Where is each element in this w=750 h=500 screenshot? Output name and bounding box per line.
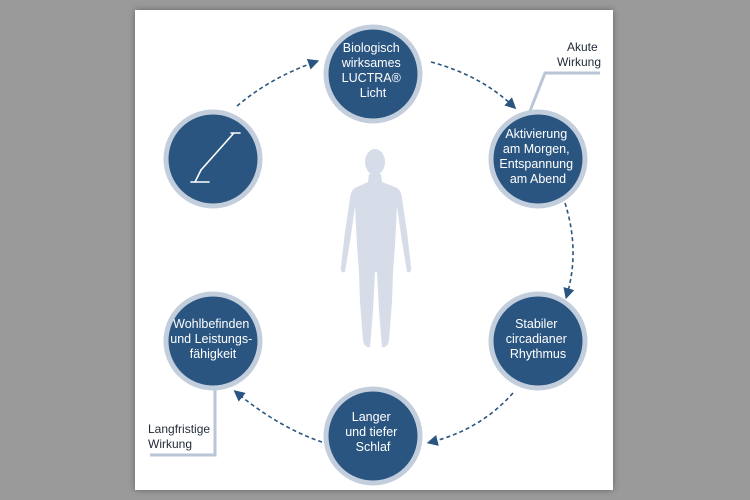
node-text-line: Aktivierung	[505, 127, 567, 141]
longterm-effect-label: Langfristige Wirkung	[148, 422, 213, 451]
node-text-line: am Abend	[510, 172, 566, 186]
diagram-card: Biologisch wirksames LUCTRA® Licht Aktiv…	[135, 10, 613, 490]
arrow-circadian-to-sleep	[426, 392, 514, 446]
acute-effect-label-line: Akute	[567, 40, 598, 54]
node-luctra-light: Biologisch wirksames LUCTRA® Licht	[323, 24, 423, 124]
node-activation: Aktivierung am Morgen, Entspannung am Ab…	[488, 109, 588, 209]
arrow-activation-to-circadian	[563, 202, 575, 300]
human-silhouette-icon	[340, 149, 412, 348]
node-text-line: wirksames	[341, 56, 401, 70]
node-text-line: Schlaf	[356, 440, 391, 454]
node-text-line: LUCTRA®	[342, 71, 402, 85]
node-text-line: Biologisch	[343, 41, 400, 55]
node-text-line: und Leistungs-	[170, 332, 252, 346]
node-text-line: und tiefer	[345, 425, 397, 439]
node-text-line: Entspannung	[499, 157, 573, 171]
node-text-line: Wohlbefinden	[173, 317, 249, 331]
acute-effect-connector	[528, 71, 600, 112]
longterm-effect-connector	[150, 385, 217, 457]
node-text-line: Langer	[352, 410, 391, 424]
svg-text:Langer und tiefer: Langer und tiefer Schlaf	[345, 410, 401, 454]
node-text-line: circadianer	[506, 332, 567, 346]
arrow-light-to-activation	[430, 61, 517, 110]
node-sleep: Langer und tiefer Schlaf	[323, 386, 423, 486]
cycle-diagram: Biologisch wirksames LUCTRA® Licht Aktiv…	[148, 24, 601, 486]
node-circadian: Stabiler circadianer Rhythmus	[488, 291, 588, 391]
node-text-line: am Morgen,	[503, 142, 570, 156]
node-lamp	[163, 109, 263, 209]
svg-text:Aktivierung am Morgen,: Aktivierung am Morgen, Entspannung am Ab…	[499, 127, 576, 186]
longterm-effect-label-line: Langfristige	[148, 422, 210, 436]
desk-lamp-icon	[190, 132, 241, 183]
node-text-line: Stabiler	[515, 317, 557, 331]
acute-effect-label: Akute Wirkung	[557, 40, 601, 69]
node-wellbeing: Wohlbefinden und Leistungs- fähigkeit	[163, 291, 263, 391]
arrow-lamp-to-light	[236, 58, 320, 107]
svg-text:Biologisch wirksames: Biologisch wirksames LUCTRA® Licht	[341, 41, 405, 100]
arrow-sleep-to-wellbeing	[233, 390, 323, 443]
node-text-line: fähigkeit	[190, 347, 237, 361]
svg-text:Stabiler circadianer: Stabiler circadianer Rhythmus	[506, 317, 571, 361]
node-text-line: Licht	[360, 86, 387, 100]
acute-effect-label-line: Wirkung	[557, 55, 601, 69]
longterm-effect-label-line: Wirkung	[148, 437, 192, 451]
svg-text:Wohlbefinden und Leist: Wohlbefinden und Leistungs- fähigkeit	[170, 317, 256, 361]
node-text-line: Rhythmus	[510, 347, 566, 361]
